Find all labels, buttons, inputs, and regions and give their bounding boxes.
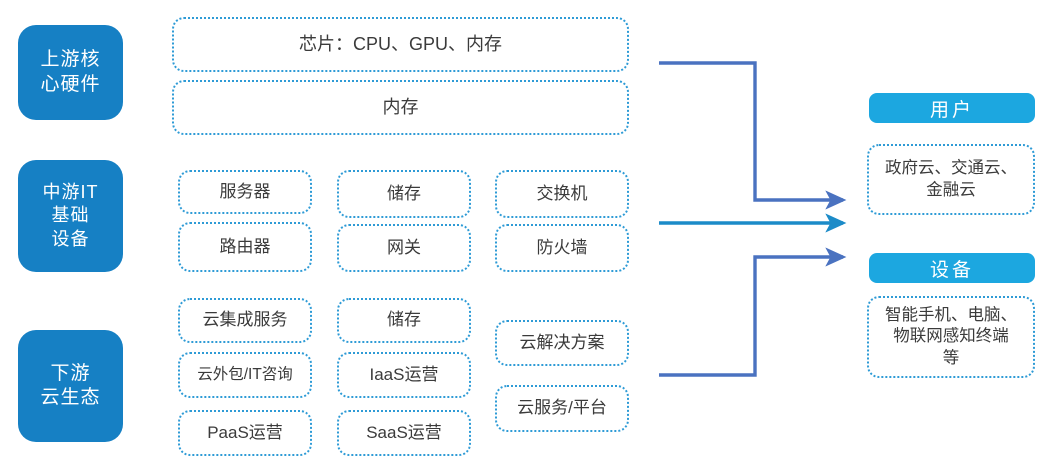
panel-body-users: 政府云、交通云、 金融云 bbox=[867, 144, 1035, 215]
downstream-box-cloud-integration: 云集成服务 bbox=[178, 298, 312, 343]
midstream-box-storage: 储存 bbox=[337, 170, 471, 218]
tier-label-midstream: 中游IT 基础 设备 bbox=[18, 160, 123, 272]
downstream-box-iaas: IaaS运营 bbox=[337, 352, 471, 398]
connector-upstream-to-users bbox=[659, 61, 847, 210]
panel-header-users: 用户 bbox=[869, 93, 1035, 123]
tier-label-upstream: 上游核 心硬件 bbox=[18, 25, 123, 120]
downstream-box-storage: 储存 bbox=[337, 298, 471, 343]
tier-label-downstream: 下游 云生态 bbox=[18, 330, 123, 442]
midstream-box-switch: 交换机 bbox=[495, 170, 629, 218]
upstream-box-memory: 内存 bbox=[172, 80, 629, 135]
midstream-box-gateway: 网关 bbox=[337, 224, 471, 272]
connector-downstream-to-devices bbox=[659, 247, 847, 377]
panel-header-devices: 设备 bbox=[869, 253, 1035, 283]
downstream-box-cloud-service-platform: 云服务/平台 bbox=[495, 385, 629, 432]
midstream-box-server: 服务器 bbox=[178, 170, 312, 214]
downstream-box-cloud-solution: 云解决方案 bbox=[495, 320, 629, 366]
downstream-box-saas: SaaS运营 bbox=[337, 410, 471, 456]
panel-body-devices: 智能手机、电脑、 物联网感知终端 等 bbox=[867, 296, 1035, 378]
upstream-box-chips: 芯片：CPU、GPU、内存 bbox=[172, 17, 629, 72]
downstream-box-cloud-outsourcing: 云外包/IT咨询 bbox=[178, 352, 312, 398]
downstream-box-paas: PaaS运营 bbox=[178, 410, 312, 456]
midstream-box-firewall: 防火墙 bbox=[495, 224, 629, 272]
midstream-box-router: 路由器 bbox=[178, 222, 312, 272]
